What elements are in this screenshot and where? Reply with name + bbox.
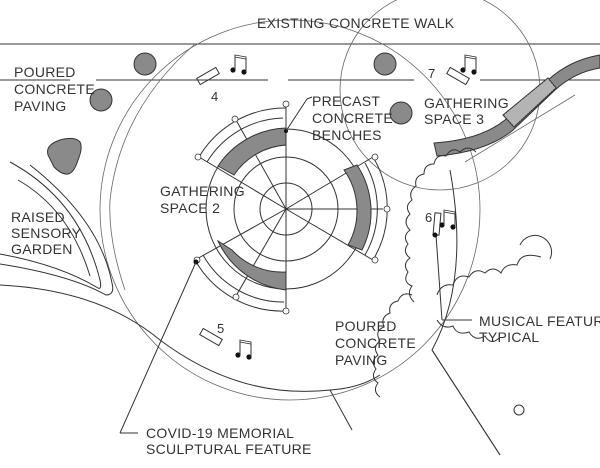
svg-text:PAVING: PAVING (14, 98, 67, 114)
label-covid-memorial: COVID-19 MEMORIAL SCULPTURAL FEATURE (146, 425, 312, 457)
music-note-icon (235, 339, 252, 360)
leader-lines (119, 96, 472, 434)
existing-walk (0, 43, 600, 81)
svg-text:PAVING: PAVING (335, 352, 388, 368)
svg-text:GATHERING: GATHERING (160, 183, 245, 199)
feature-number-4: 4 (211, 89, 218, 104)
trees (47, 52, 413, 175)
svg-text:MUSICAL FEATURE: MUSICAL FEATURE (479, 313, 600, 329)
svg-text:POURED: POURED (14, 64, 76, 80)
feature-number-5: 5 (217, 321, 224, 336)
svg-text:CONCRETE: CONCRETE (312, 110, 393, 126)
svg-text:RAISED: RAISED (11, 209, 65, 225)
musical-features (196, 66, 470, 347)
label-precast-benches: PRECAST CONCRETE BENCHES (312, 93, 393, 143)
svg-text:BENCHES: BENCHES (312, 127, 382, 143)
feature-number-6: 6 (425, 210, 432, 225)
musical-feature-slab (196, 66, 220, 86)
label-raised-sensory-garden: RAISED SENSORY GARDEN (11, 209, 82, 257)
shrub-outlines (372, 147, 553, 416)
bench (216, 239, 287, 291)
svg-text:CONCRETE: CONCRETE (335, 335, 416, 351)
tree-icon (133, 52, 157, 76)
svg-text:CONCRETE: CONCRETE (14, 81, 95, 97)
music-note-icon (439, 209, 456, 230)
svg-text:SENSORY: SENSORY (11, 225, 82, 241)
raised-sensory-garden (0, 161, 381, 392)
tree-icon (389, 101, 413, 125)
musical-feature-slab (199, 327, 223, 347)
label-existing-walk: EXISTING CONCRETE WALK (257, 15, 455, 31)
svg-text:TYPICAL: TYPICAL (479, 329, 539, 345)
site-lines (329, 169, 501, 456)
bench (217, 127, 287, 176)
label-gathering-space-2: GATHERING SPACE 2 (160, 183, 245, 216)
svg-text:POURED: POURED (335, 318, 397, 334)
label-poured-paving-bottom: POURED CONCRETE PAVING (335, 318, 416, 368)
feature-number-7: 7 (428, 66, 435, 81)
tree-icon (89, 88, 113, 112)
music-notes (230, 54, 477, 360)
gathering-space-3-bench (433, 54, 600, 163)
tree-icon (373, 52, 397, 76)
music-note-icon (460, 54, 477, 75)
label-gathering-space-3: GATHERING SPACE 3 (424, 95, 509, 127)
musical-feature-slab (446, 66, 470, 86)
svg-text:SCULPTURAL FEATURE: SCULPTURAL FEATURE (146, 441, 312, 457)
boulder-icon (47, 137, 82, 175)
svg-text:PRECAST: PRECAST (312, 93, 380, 109)
label-musical-feature: MUSICAL FEATURE TYPICAL (479, 313, 600, 345)
music-note-icon (230, 54, 247, 75)
svg-text:GATHERING: GATHERING (424, 95, 509, 111)
gathering-space-2 (193, 100, 391, 315)
label-poured-paving-top: POURED CONCRETE PAVING (14, 64, 95, 114)
bench (343, 164, 372, 251)
svg-text:SPACE 2: SPACE 2 (160, 200, 220, 216)
svg-text:GARDEN: GARDEN (11, 241, 73, 257)
svg-text:SPACE 3: SPACE 3 (424, 111, 484, 127)
svg-text:COVID-19 MEMORIAL: COVID-19 MEMORIAL (146, 425, 294, 441)
